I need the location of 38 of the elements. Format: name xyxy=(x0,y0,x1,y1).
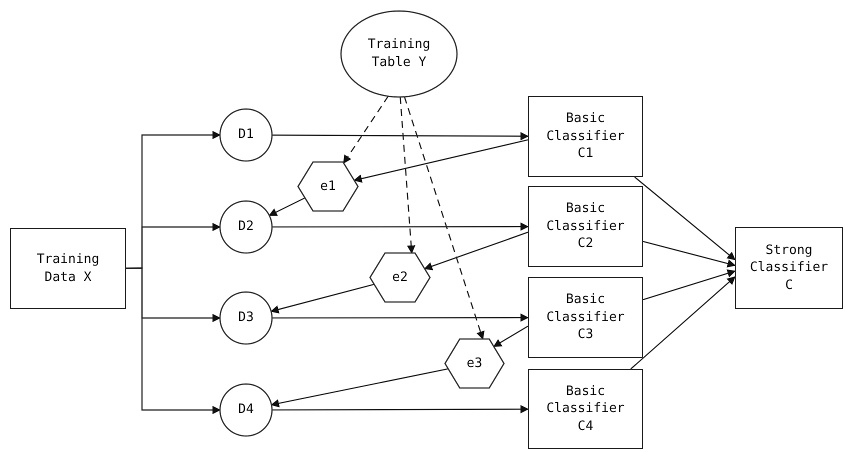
node-label: e3 xyxy=(466,354,482,372)
arrow xyxy=(268,197,306,216)
arrow xyxy=(343,96,389,164)
node-label: e1 xyxy=(320,178,336,196)
arrow xyxy=(404,96,484,340)
arrow xyxy=(270,284,374,314)
node-label: Strong Classifier C xyxy=(748,242,830,294)
node-label: Training Table Y xyxy=(366,36,432,72)
arrow xyxy=(272,405,529,414)
process-box xyxy=(735,227,843,309)
node-label: D2 xyxy=(238,218,254,236)
process-box xyxy=(528,277,643,358)
arrow xyxy=(642,240,736,268)
node-label: e2 xyxy=(392,268,408,286)
arrow xyxy=(353,139,528,183)
arrow xyxy=(400,96,416,254)
arrow xyxy=(272,313,529,322)
arrow xyxy=(642,269,736,300)
node-label: Training Data X xyxy=(36,250,100,286)
arrow xyxy=(126,267,221,414)
node-label: Basic Classifier C1 xyxy=(545,110,626,163)
arrow xyxy=(630,276,736,370)
process-box xyxy=(10,228,126,309)
process-box xyxy=(528,186,643,267)
node-label: Basic Classifier C4 xyxy=(545,382,626,436)
process-box xyxy=(528,369,643,449)
arrow xyxy=(424,232,528,270)
arrow xyxy=(270,368,448,408)
arrow xyxy=(272,132,529,140)
node-label: D3 xyxy=(238,309,254,327)
node-label: D1 xyxy=(238,126,254,144)
arrow xyxy=(272,222,529,231)
arrow xyxy=(634,176,736,260)
node-label: Basic Classifier C3 xyxy=(545,291,626,344)
arrow xyxy=(493,326,528,348)
process-box xyxy=(528,96,643,177)
node-label: Basic Classifier C2 xyxy=(545,200,626,253)
node-label: D4 xyxy=(238,401,254,419)
